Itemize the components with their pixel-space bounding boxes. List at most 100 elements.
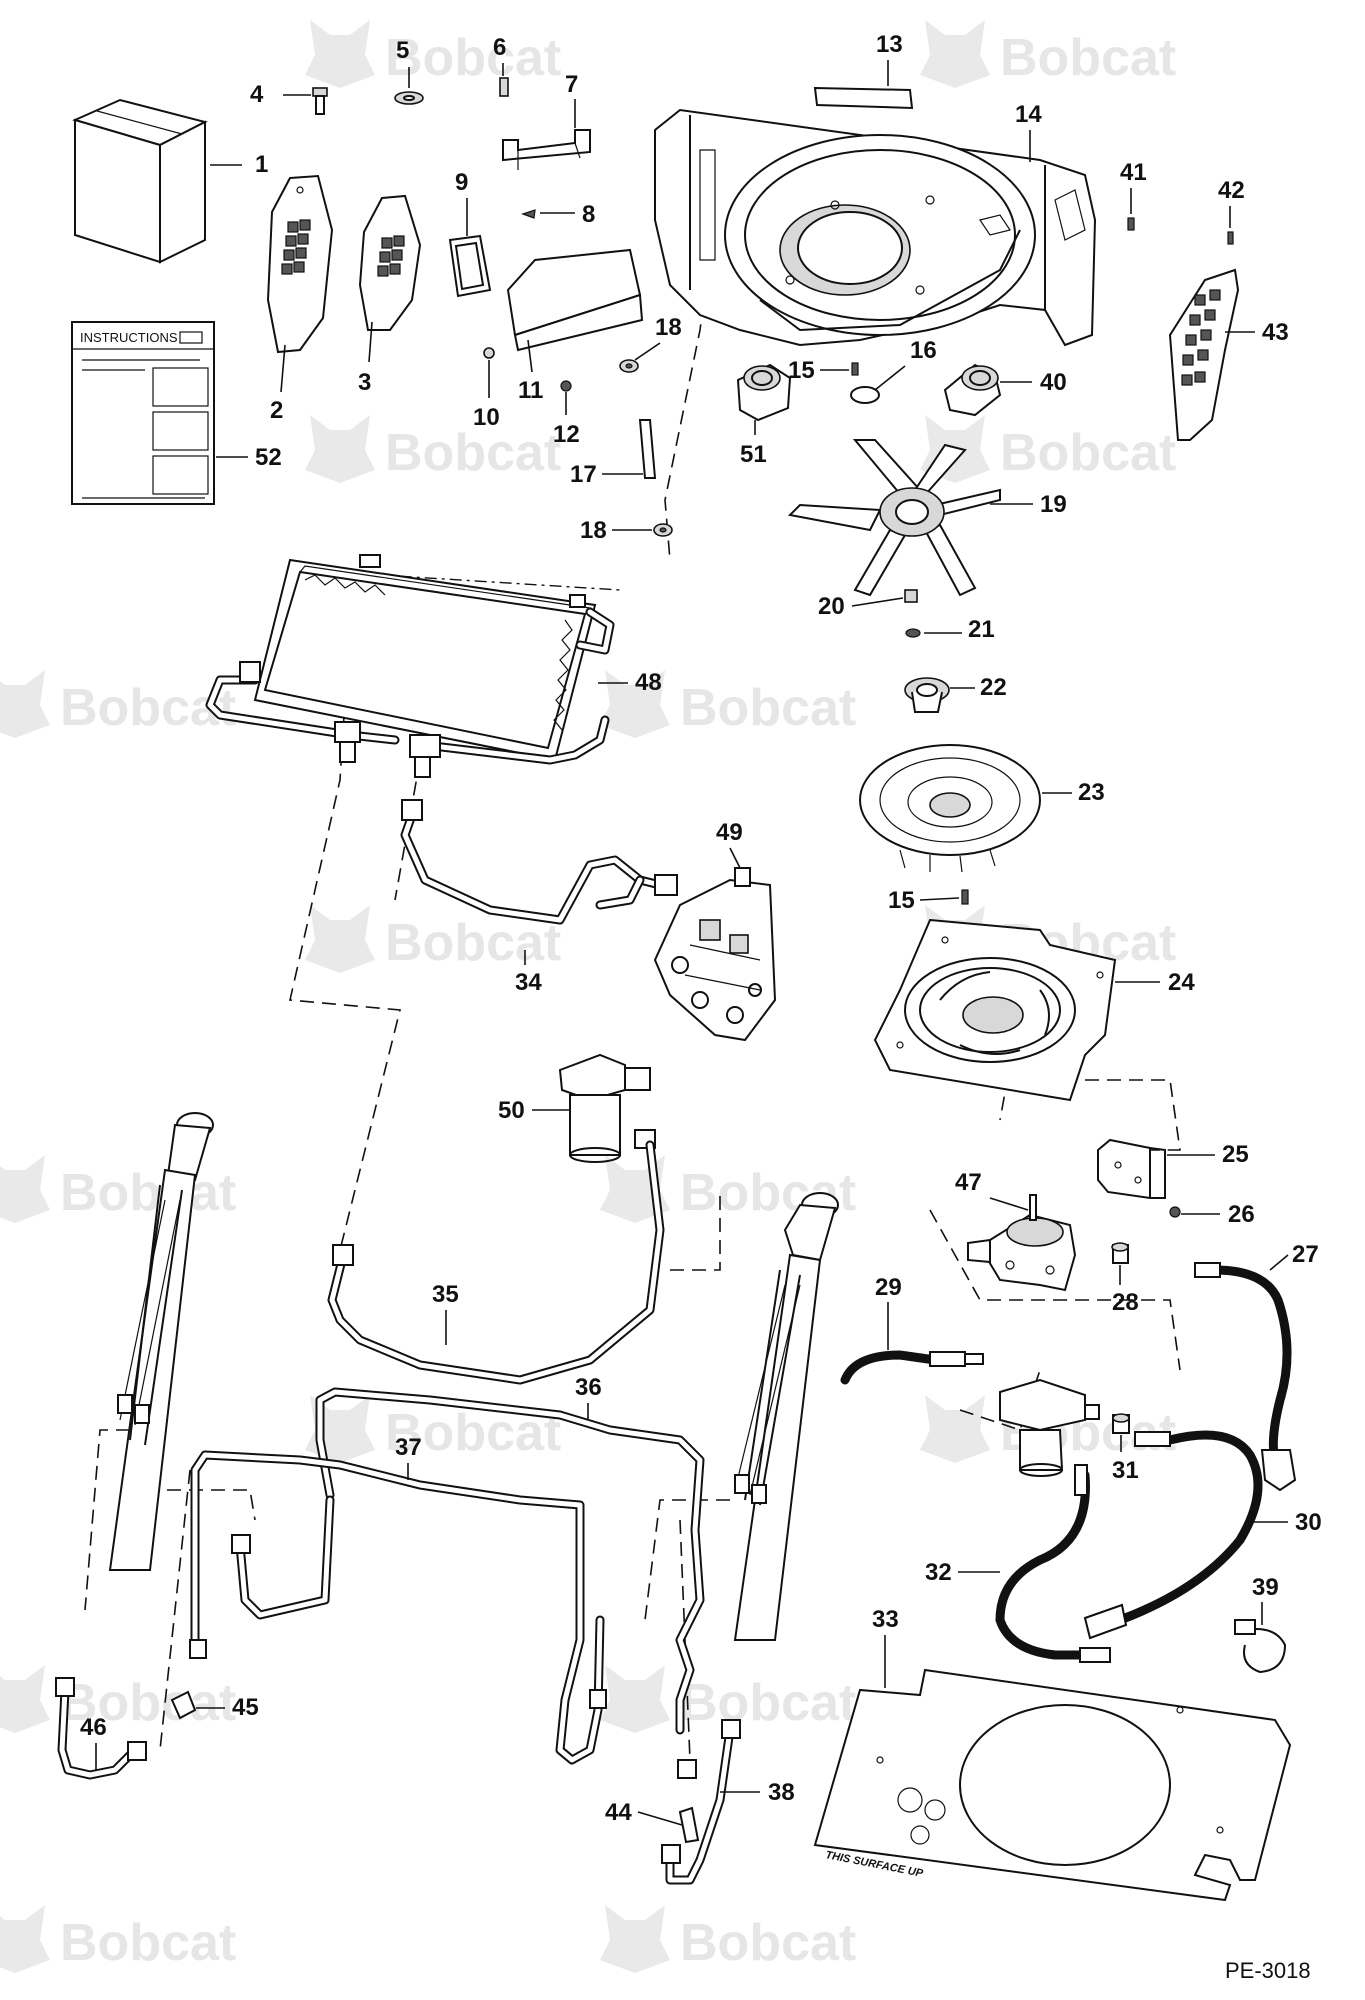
part-15-bolt-lower: [961, 889, 969, 905]
callout-leader-20: [851, 597, 904, 607]
watermark-brand-text: Bobcat: [680, 679, 856, 737]
callout-label-36: 36: [575, 1374, 602, 1401]
callout-21: 21: [924, 616, 995, 643]
part-18-grommet-lower: [653, 523, 673, 537]
callout-label-18b: 18: [580, 517, 607, 544]
part-50-filter: [558, 1053, 656, 1163]
watermark-12: Bobcat: [0, 1665, 236, 1733]
part-6-pin: [499, 77, 509, 97]
callout-label-26: 26: [1228, 1201, 1255, 1228]
part-52-instructions-sheet: INSTRUCTIONS: [71, 321, 215, 505]
callout-label-5: 5: [396, 37, 409, 64]
bobcat-logo-icon: [0, 1155, 50, 1223]
callout-label-9: 9: [455, 169, 468, 196]
callout-18a: 18: [634, 314, 682, 361]
callout-label-52: 52: [255, 444, 282, 471]
callout-43: 43: [1225, 319, 1289, 346]
callout-10: 10: [473, 360, 500, 431]
callout-label-7: 7: [565, 71, 578, 98]
watermark-5: Bobcat: [600, 670, 856, 738]
callout-label-38: 38: [768, 1779, 795, 1806]
callout-label-29: 29: [875, 1274, 902, 1301]
callout-label-25: 25: [1222, 1141, 1249, 1168]
watermark-6: Bobcat: [305, 905, 561, 973]
callout-label-19: 19: [1040, 491, 1067, 518]
watermark-3: Bobcat: [920, 415, 1176, 483]
bobcat-logo-icon: [305, 20, 375, 88]
part-34-tube: [400, 799, 678, 925]
part-45-fitting: [170, 1690, 197, 1720]
bobcat-logo-icon: [920, 1395, 990, 1463]
part-46-tube: [55, 1677, 147, 1780]
part-14-fan-shroud: [654, 108, 1097, 347]
part-11-cover: [506, 248, 644, 352]
callout-17: 17: [570, 461, 643, 488]
part-48-oil-cooler: [205, 554, 615, 778]
callout-leader-44: [637, 1811, 683, 1826]
callout-leader-16: [874, 365, 906, 391]
watermark-brand-text: Bobcat: [60, 1674, 236, 1732]
callout-15b: 15: [888, 887, 960, 914]
instructions-title: INSTRUCTIONS: [80, 330, 178, 345]
part-26-bolt: [1169, 1206, 1181, 1218]
callout-label-21: 21: [968, 616, 995, 643]
callout-label-22: 22: [980, 674, 1007, 701]
part-22-hub: [904, 677, 950, 713]
callout-49: 49: [716, 819, 743, 869]
part-47-pump: [967, 1194, 1077, 1292]
callout-40: 40: [1000, 369, 1067, 396]
part-41-screw: [1127, 217, 1135, 231]
callout-label-46: 46: [80, 1714, 107, 1741]
callout-label-3: 3: [358, 369, 371, 396]
part-33-engine-plate: THIS SURFACE UP: [813, 1668, 1292, 1902]
callout-24: 24: [1115, 969, 1195, 996]
callout-label-39: 39: [1252, 1574, 1279, 1601]
callout-3: 3: [358, 321, 373, 396]
part-28-fitting: [1111, 1242, 1129, 1264]
part-30-hose: [1083, 1430, 1263, 1640]
part-44-fitting: [678, 1806, 700, 1844]
callout-leader-15b: [919, 897, 960, 901]
callout-8: 8: [540, 201, 595, 228]
watermark-brand-text: Bobcat: [385, 914, 561, 972]
callout-label-43: 43: [1262, 319, 1289, 346]
callout-4: 4: [250, 81, 311, 108]
bobcat-logo-icon: [0, 1665, 50, 1733]
callout-52: 52: [216, 444, 282, 471]
callout-6: 6: [493, 34, 506, 76]
watermark-brand-text: Bobcat: [385, 424, 561, 482]
watermark-13: Bobcat: [600, 1665, 856, 1733]
callout-label-32: 32: [925, 1559, 952, 1586]
callout-42: 42: [1218, 177, 1245, 228]
callout-39: 39: [1252, 1574, 1279, 1625]
part-1-box: [72, 98, 208, 264]
bobcat-logo-icon: [0, 670, 50, 738]
part-3-filter-frame: [358, 194, 422, 331]
part-51-mount: [736, 363, 792, 422]
part-16-disc: [850, 386, 880, 404]
part-37-tube: [189, 1450, 607, 1765]
part-42-screw: [1227, 231, 1234, 245]
bobcat-logo-icon: [0, 1905, 50, 1973]
callout-16: 16: [874, 337, 937, 391]
callout-5: 5: [396, 37, 410, 88]
callout-label-49: 49: [716, 819, 743, 846]
callout-label-51: 51: [740, 441, 767, 468]
callout-label-23: 23: [1078, 779, 1105, 806]
watermark-1: Bobcat: [920, 20, 1176, 88]
callout-label-28: 28: [1112, 1289, 1139, 1316]
callout-50: 50: [498, 1097, 570, 1124]
callout-46: 46: [80, 1714, 107, 1770]
callout-36: 36: [575, 1374, 602, 1420]
callout-label-15b: 15: [888, 887, 915, 914]
callout-38: 38: [720, 1779, 795, 1806]
part-15-bolt-upper: [851, 362, 859, 376]
callout-label-31: 31: [1112, 1457, 1139, 1484]
callout-label-20: 20: [818, 593, 845, 620]
callout-label-50: 50: [498, 1097, 525, 1124]
callout-9: 9: [455, 169, 468, 236]
callout-label-10: 10: [473, 404, 500, 431]
part-40-mount: [943, 363, 1002, 417]
callout-31: 31: [1112, 1435, 1139, 1484]
